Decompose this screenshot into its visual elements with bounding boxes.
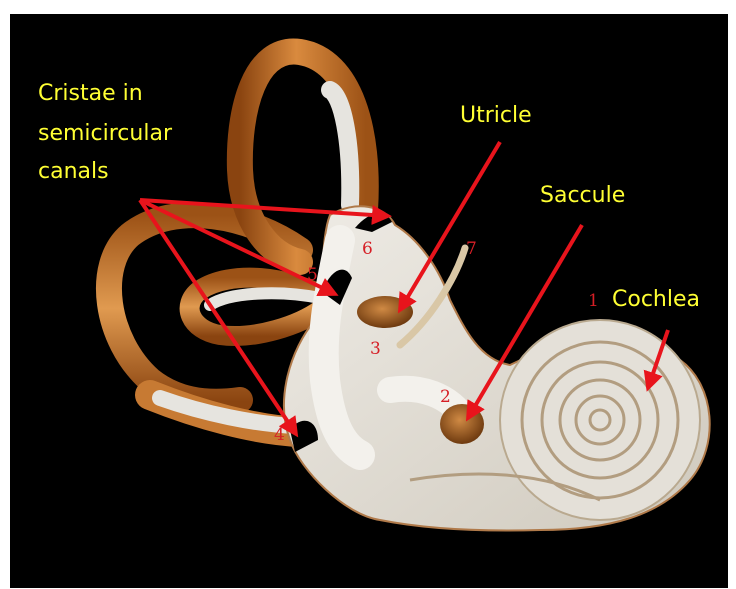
number-4: 4 <box>274 425 285 445</box>
label-saccule: Saccule <box>540 183 625 208</box>
number-1: 1 <box>588 291 599 311</box>
label-utricle: Utricle <box>460 103 532 128</box>
label-cristae-line2: semicircular <box>38 121 173 146</box>
saccule <box>440 404 484 444</box>
number-3: 3 <box>370 339 381 359</box>
label-cristae-line3: canals <box>38 159 109 184</box>
number-5: 5 <box>307 265 318 285</box>
number-2: 2 <box>440 387 451 407</box>
label-cristae-line1: Cristae in <box>38 81 143 106</box>
number-7: 7 <box>466 239 477 259</box>
label-cochlea: Cochlea <box>612 287 700 312</box>
number-6: 6 <box>362 239 373 259</box>
